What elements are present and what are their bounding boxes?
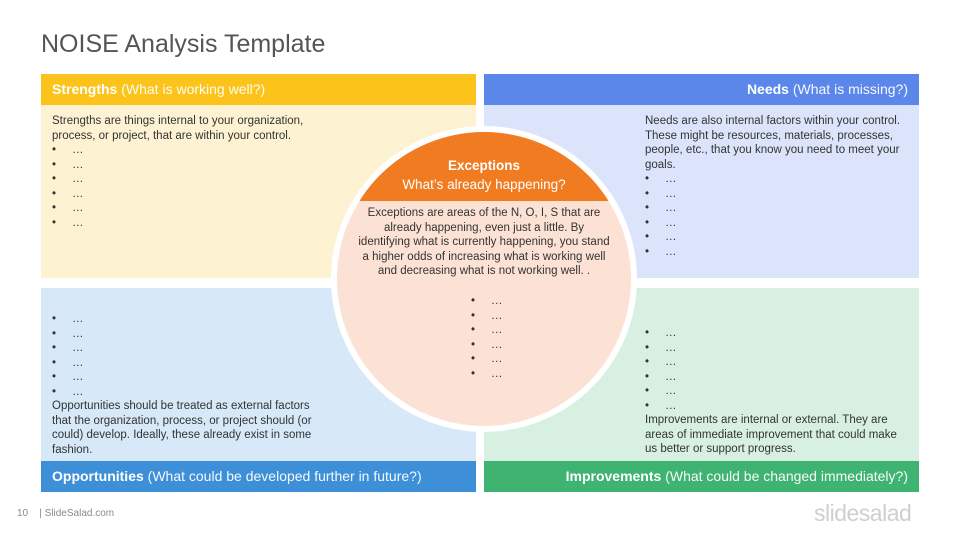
opportunities-text: Opportunities should be treated as exter… [52,400,312,456]
list-item: … [52,370,322,385]
exceptions-panel: Exceptions What’s already happening? Exc… [337,132,631,426]
strengths-subtitle: (What is working well?) [121,81,266,97]
needs-label: Needs [746,81,789,97]
list-item: … [52,341,322,356]
list-item: … [645,384,911,399]
brand-logo: slidesalad [814,500,912,526]
footer-site: | SlideSalad.com [39,508,115,519]
list-item: … [52,327,322,342]
list-item: … [471,294,503,309]
improvements-text: Improvements are internal or external. T… [645,414,897,455]
list-item: … [645,341,911,356]
list-item: … [471,367,503,382]
list-item: … [52,356,322,371]
opportunities-label: Opportunities [52,468,144,484]
improvements-body: … … … … … … Improvements are internal or… [645,326,911,457]
list-item: … [52,172,322,187]
improvements-label: Improvements [565,468,662,484]
strengths-header: Strengths (What is working well?) [41,74,476,105]
list-item: … [645,245,911,260]
list-item: … [52,201,322,216]
list-item: … [471,323,503,338]
needs-list: … … … … … … [645,172,911,259]
opportunities-subtitle: (What could be developed further in futu… [147,468,422,484]
list-item: … [471,338,503,353]
list-item: … [52,312,322,327]
improvements-subtitle: (What could be changed immediately?) [665,468,908,484]
list-item: … [645,201,911,216]
strengths-text: Strengths are things internal to your or… [52,115,304,142]
list-item: … [645,370,911,385]
strengths-body: Strengths are things internal to your or… [52,114,322,230]
list-item: … [645,216,911,231]
improvements-list: … … … … … … [645,326,911,413]
list-item: … [645,187,911,202]
list-item: … [471,352,503,367]
needs-header: Needs (What is missing?) [484,74,919,105]
exceptions-label: Exceptions [447,158,521,173]
exceptions-circle: Exceptions What’s already happening? Exc… [331,126,637,432]
strengths-label: Strengths [52,81,118,97]
list-item: … [645,399,911,414]
opportunities-header: Opportunities (What could be developed f… [41,461,476,492]
list-item: … [471,309,503,324]
list-item: … [645,172,911,187]
exceptions-list: … … … … … … [471,294,503,381]
needs-text: Needs are also internal factors within y… [645,115,901,171]
list-item: … [645,355,911,370]
exceptions-subtitle: What’s already happening? [402,177,566,192]
opportunities-body: … … … … … … Opportunities should be trea… [52,312,322,457]
list-item: … [645,230,911,245]
list-item: … [645,326,911,341]
needs-body: Needs are also internal factors within y… [645,114,911,259]
needs-subtitle: (What is missing?) [792,81,908,97]
list-item: … [52,385,322,400]
list-item: … [52,187,322,202]
footer: 10 | SlideSalad.com [17,508,114,519]
list-item: … [52,143,322,158]
improvements-header: Improvements (What could be changed imme… [484,461,919,492]
list-item: … [52,216,322,231]
exceptions-header: Exceptions What’s already happening? [337,132,631,201]
strengths-list: … … … … … … [52,143,322,230]
exceptions-text: Exceptions are areas of the N, O, I, S t… [358,207,610,277]
page-title: NOISE Analysis Template [41,30,326,58]
list-item: … [52,158,322,173]
opportunities-list: … … … … … … [52,312,322,399]
page-number: 10 [17,508,29,519]
